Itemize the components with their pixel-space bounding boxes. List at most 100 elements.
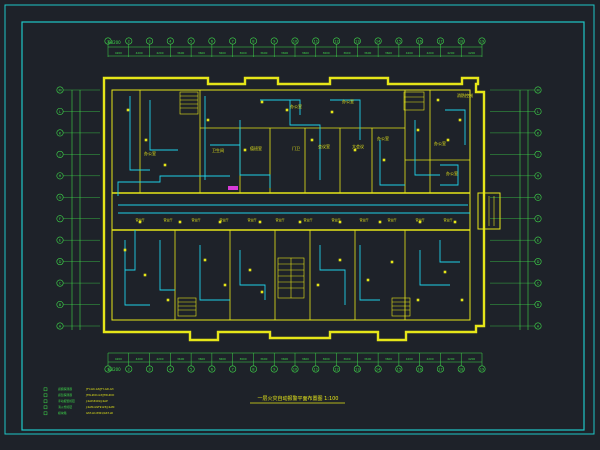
detector-mark (446, 138, 450, 142)
corridor-label: 营业厅 (163, 217, 172, 222)
dimension-label: 3600 (281, 51, 288, 55)
legend-note: J-SAM-GST9123/J-SAM (85, 405, 114, 409)
axis-bubble: 13 (353, 353, 361, 373)
axis-bubble: 7 (229, 353, 237, 373)
building-walls (102, 76, 486, 342)
axis-bubble: D (490, 258, 542, 266)
top-axis-bubbles: 1420024200342004360053600636007360083600… (104, 37, 486, 57)
axis-bubble: L (490, 107, 542, 115)
svg-text:15: 15 (397, 39, 402, 43)
axis-bubble: 4 (166, 37, 174, 57)
stairwells (177, 91, 501, 317)
svg-text:13: 13 (355, 367, 360, 371)
svg-text:A: A (537, 324, 540, 328)
axis-bubble: 5 (187, 353, 195, 373)
dimension-label: 4200 (136, 357, 143, 361)
svg-text:13: 13 (355, 39, 360, 43)
dimension-label: 3600 (260, 357, 267, 361)
detector-mark (298, 220, 302, 224)
detector-mark (243, 148, 247, 152)
svg-text:17: 17 (438, 367, 443, 371)
axis-bubble: 7 (229, 37, 237, 57)
svg-text:M: M (58, 88, 61, 92)
room-label: 会议室 (318, 143, 330, 149)
svg-text:7: 7 (232, 367, 234, 371)
detector-mark (166, 298, 170, 302)
axis-bubble: 17 (436, 37, 444, 57)
svg-text:J: J (536, 153, 538, 157)
svg-text:F: F (537, 217, 539, 221)
room-label: 办公室 (290, 103, 302, 109)
dimension-label: 3600 (323, 357, 330, 361)
detector-mark (416, 128, 420, 132)
detector-mark (218, 220, 222, 224)
svg-text:4: 4 (169, 39, 172, 43)
axis-bubble: 19 (478, 353, 486, 373)
detector-mark (260, 100, 264, 104)
dimension-label: 4200 (468, 357, 475, 361)
detector-mark (330, 110, 334, 114)
svg-text:H: H (59, 174, 62, 178)
dimension-label: 3600 (385, 357, 392, 361)
dimension-label: 3600 (260, 51, 267, 55)
axis-bubble: 1 (104, 37, 112, 57)
corridor-label: 营业厅 (443, 217, 452, 222)
dimension-label: 3600 (239, 51, 246, 55)
axis-bubble: 12 (333, 37, 341, 57)
detector-mark (248, 268, 252, 272)
dimension-label: 3600 (302, 357, 309, 361)
outer-frame (4, 4, 595, 435)
dimension-label: 4200 (156, 51, 163, 55)
detector-mark (418, 220, 422, 224)
detector-mark (366, 278, 370, 282)
axis-bubble: C (56, 279, 100, 287)
axis-bubble: C (490, 279, 542, 287)
axis-bubble: 13 (353, 37, 361, 57)
bottom-axis-bubbles: 1420024200342004360053600636007360083600… (104, 353, 486, 373)
detector-mark (416, 298, 420, 302)
axis-bubble: 10 (291, 353, 299, 373)
svg-text:18: 18 (459, 39, 464, 43)
dimension-label: 3600 (302, 51, 309, 55)
svg-text:C: C (537, 281, 540, 285)
svg-text:C: C (59, 281, 62, 285)
dimension-label: 3600 (177, 357, 184, 361)
dimension-label: 3600 (364, 51, 371, 55)
room-label: 值班室 (250, 145, 262, 151)
axis-bubble: 8 (249, 353, 257, 373)
svg-text:12: 12 (334, 367, 339, 371)
dimension-label: 4200 (406, 357, 413, 361)
detector-mark (178, 220, 182, 224)
detector-mark (258, 220, 262, 224)
svg-text:10: 10 (293, 367, 298, 371)
axis-bubble: 9 (270, 37, 278, 57)
legend-note: J-SAP-8401/J-SAP (85, 399, 108, 403)
dimension-label: 4200 (136, 51, 143, 55)
axis-bubble: 11 (312, 353, 320, 373)
svg-text:E: E (59, 239, 62, 243)
svg-text:9: 9 (273, 39, 276, 43)
corridor-labels: 营业厅营业厅营业厅营业厅营业厅营业厅营业厅营业厅营业厅营业厅营业厅营业厅 (135, 217, 452, 222)
svg-text:G: G (59, 196, 62, 200)
detector-mark (126, 108, 130, 112)
axis-bubble: 11 (312, 37, 320, 57)
axis-bubble: 4 (166, 353, 174, 373)
dimension-label: 3600 (219, 51, 226, 55)
axis-bubble: 14 (374, 37, 382, 57)
room-label: 大会议 (352, 143, 364, 149)
svg-text:15: 15 (397, 367, 402, 371)
svg-text:14: 14 (376, 39, 381, 43)
bottom-dimension-total: 88200 (108, 367, 121, 372)
axis-bubble: A (56, 322, 100, 330)
room-label: 卫生间 (212, 147, 224, 153)
axis-bubble: 2 (125, 37, 133, 57)
svg-text:7: 7 (232, 39, 234, 43)
axis-bubble: 14 (374, 353, 382, 373)
dimension-label: 4200 (447, 357, 454, 361)
svg-text:11: 11 (313, 367, 318, 371)
detector-mark (378, 220, 382, 224)
room-label: 办公室 (434, 140, 446, 146)
